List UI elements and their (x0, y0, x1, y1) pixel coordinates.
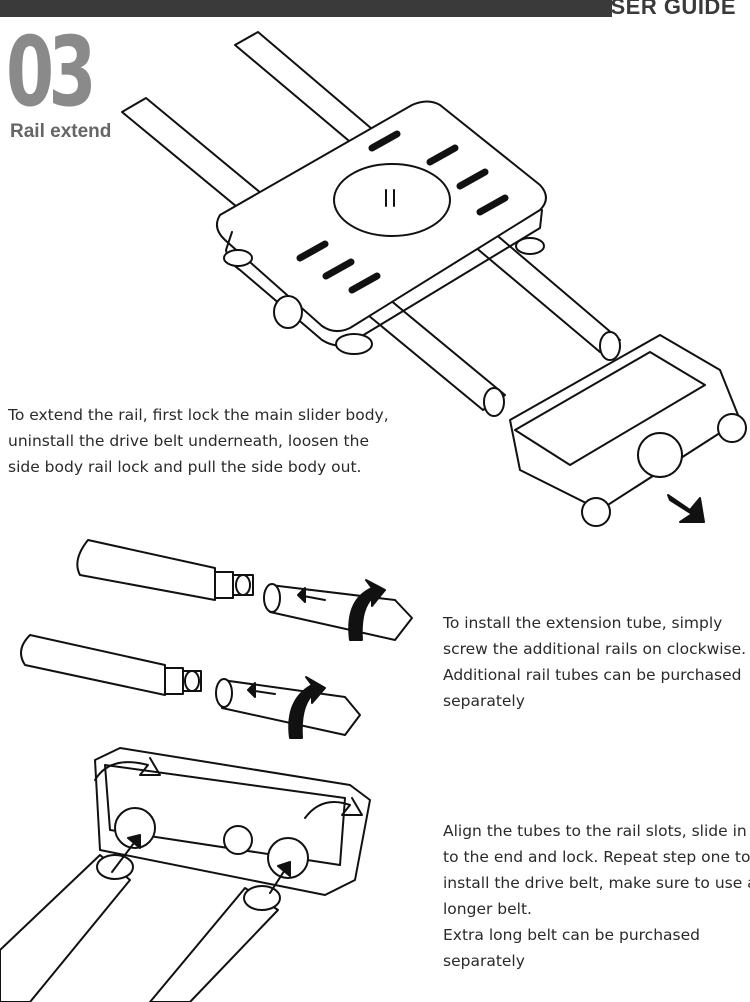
text-line: To install the extension tube, simply (443, 614, 723, 632)
instruction-align-tubes: Align the tubes to the rail slots, slide… (443, 818, 750, 974)
header-bar (0, 0, 612, 17)
text-line: screw the additional rails on clockwise. (443, 640, 747, 658)
step-title: Rail extend (10, 121, 112, 142)
text-line: Align the tubes to the rail slots, slide… (443, 822, 747, 840)
text-line: Additional rail tubes can be purchased (443, 666, 742, 684)
text-line: Extra long belt can be purchased (443, 926, 700, 944)
rail-end-block-illustration (0, 747, 371, 1002)
text-line: install the drive belt, make sure to use… (443, 874, 750, 892)
text-line: To extend the rail, first lock the main … (8, 406, 389, 424)
instruction-install-tube: To install the extension tube, simply sc… (443, 610, 746, 714)
text-line: separately (443, 952, 525, 970)
text-line: separately (443, 692, 525, 710)
text-line: uninstall the drive belt underneath, loo… (8, 432, 369, 450)
header-title: USER GUIDE (594, 0, 736, 19)
step-number: 03 (6, 16, 96, 128)
text-line: to the end and lock. Repeat step one to (443, 848, 750, 866)
extension-tube-illustration (20, 539, 413, 739)
text-line: side body rail lock and pull the side bo… (8, 458, 362, 476)
slider-assembly-illustration (121, 31, 747, 527)
text-line: longer belt. (443, 900, 532, 918)
instruction-extend-rail: To extend the rail, first lock the main … (8, 402, 389, 480)
